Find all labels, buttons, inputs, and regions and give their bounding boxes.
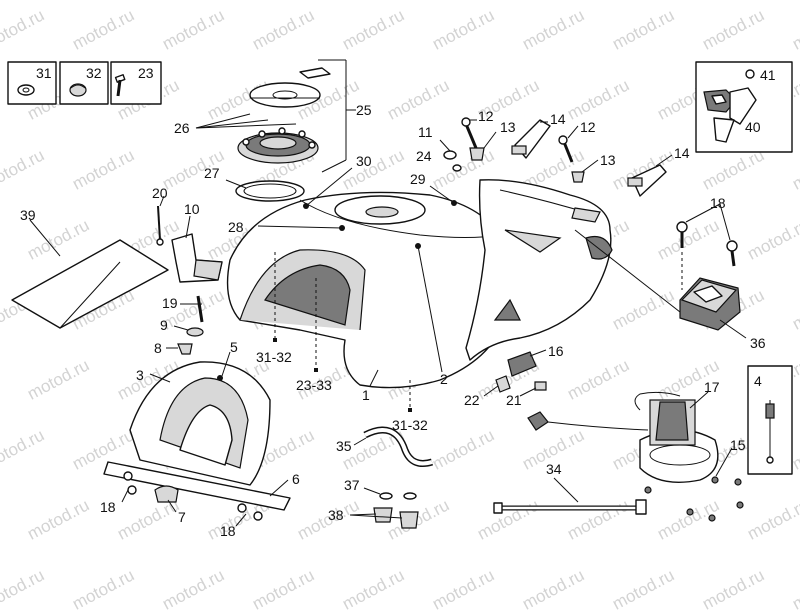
label-22: 22 [464, 392, 480, 408]
fitting-37-38 [349, 487, 419, 529]
label-16: 16 [548, 343, 564, 359]
inset-box-4 [747, 365, 793, 475]
label-37: 37 [344, 477, 360, 493]
label-38: 38 [328, 507, 344, 523]
fuel-line-34 [493, 477, 647, 515]
bracket-14a [511, 119, 551, 159]
label-19: 19 [162, 295, 178, 311]
left-small-parts [11, 195, 223, 355]
fuel-cap-assembly [195, 59, 356, 202]
label-9: 9 [160, 317, 168, 333]
diagram-svg: 31 32 23 41 40 4 25 26 27 30 28 29 11 12… [7, 59, 793, 539]
label-30: 30 [356, 153, 372, 169]
label-25: 25 [356, 102, 372, 118]
label-18b: 18 [100, 499, 116, 515]
label-28: 28 [228, 219, 244, 235]
label-12b: 12 [580, 119, 596, 135]
label-27: 27 [204, 165, 220, 181]
label-13b: 13 [600, 152, 616, 168]
label-31-32a: 31-32 [256, 349, 292, 365]
label-7: 7 [178, 509, 186, 525]
label-39: 39 [20, 207, 36, 223]
label-8: 8 [154, 340, 162, 356]
label-35: 35 [336, 438, 352, 454]
label-10: 10 [184, 201, 200, 217]
label-21: 21 [506, 392, 522, 408]
label-2: 2 [440, 371, 448, 387]
label-40: 40 [745, 119, 761, 135]
label-12a: 12 [478, 108, 494, 124]
bolt-cluster-top [439, 117, 497, 172]
fuel-tank [226, 167, 513, 412]
label-17: 17 [704, 379, 720, 395]
label-4: 4 [754, 373, 762, 389]
label-29: 29 [410, 171, 426, 187]
label-36: 36 [750, 335, 766, 351]
bracket-14b [627, 154, 673, 197]
label-41: 41 [760, 67, 776, 83]
label-26: 26 [174, 120, 190, 136]
inset-box-40-41 [695, 61, 793, 153]
tank-top-panel [103, 351, 291, 527]
label-14a: 14 [550, 111, 566, 127]
module-36 [676, 203, 747, 339]
label-18c: 18 [220, 523, 236, 539]
inset-box-23 [110, 61, 162, 105]
label-18a: 18 [710, 195, 726, 211]
label-6: 6 [292, 471, 300, 487]
label-1: 1 [362, 387, 370, 403]
label-23-33: 23-33 [296, 377, 332, 393]
label-5: 5 [230, 339, 238, 355]
label-20: 20 [152, 185, 168, 201]
bracket-16-21-22 [483, 349, 547, 397]
inset-box-31 [7, 61, 57, 105]
label-14b: 14 [674, 145, 690, 161]
label-34: 34 [546, 461, 562, 477]
label-32: 32 [86, 65, 102, 81]
label-24: 24 [416, 148, 432, 164]
label-3: 3 [136, 367, 144, 383]
label-11: 11 [418, 124, 433, 140]
inset-box-32 [59, 61, 109, 105]
fuel-pump-assembly [527, 391, 744, 522]
tank-cover [465, 179, 681, 361]
label-31-32b: 31-32 [392, 417, 428, 433]
hose-35 [353, 426, 434, 467]
bolt-cluster-right [558, 125, 599, 183]
label-15: 15 [730, 437, 746, 453]
label-23: 23 [138, 65, 154, 81]
label-13a: 13 [500, 119, 516, 135]
label-31: 31 [36, 65, 52, 81]
